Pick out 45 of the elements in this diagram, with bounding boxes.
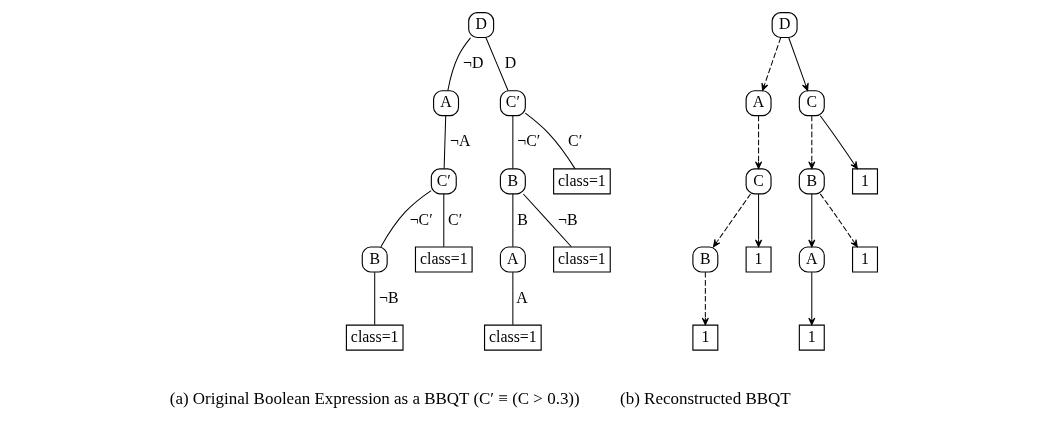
edge-label: D — [504, 54, 516, 72]
arrow — [807, 271, 815, 326]
arrow — [701, 271, 709, 326]
edge-label: ¬B — [557, 210, 578, 228]
edge-label: ¬B — [378, 288, 399, 306]
node-box: 1 — [691, 324, 718, 351]
node-box: 1 — [798, 324, 825, 351]
connector — [373, 271, 375, 326]
connector — [511, 271, 513, 326]
edge-label: ¬C′ — [516, 132, 540, 150]
node-box: 1 — [851, 246, 878, 273]
edge-label: C′ — [567, 132, 582, 150]
connector — [442, 193, 444, 248]
edge-label: C′ — [447, 210, 462, 228]
arrow — [712, 193, 751, 248]
node-box: class=1 — [345, 324, 404, 351]
label: (a) Original Boolean Expression as a BBQT (C′ ≡ (C > 0.3)) — [169, 388, 580, 408]
connector — [484, 37, 508, 91]
connector — [443, 115, 446, 170]
connector — [511, 193, 513, 248]
arrow — [807, 115, 815, 170]
label: (b) Reconstructed BBQT — [619, 388, 791, 408]
arrow — [760, 37, 781, 91]
connector — [379, 190, 432, 248]
node-box: 1 — [745, 246, 772, 273]
node-box: class=1 — [552, 168, 611, 195]
edge-label: ¬A — [449, 132, 470, 150]
connector — [446, 37, 471, 92]
edge-label: A — [515, 288, 528, 306]
arrow — [787, 37, 809, 91]
edge-label: ¬D — [462, 54, 483, 72]
node-box: class=1 — [552, 246, 611, 273]
arrow — [754, 193, 762, 248]
node-box: class=1 — [483, 324, 542, 351]
edge-label: B — [516, 210, 528, 228]
arrow — [819, 193, 858, 248]
node-box: class=1 — [414, 246, 473, 273]
arrow — [754, 115, 762, 170]
arrow — [819, 115, 858, 170]
connector — [511, 115, 513, 170]
connector — [522, 193, 572, 248]
connector — [524, 112, 576, 170]
edge-label: ¬C′ — [409, 210, 433, 228]
arrow — [807, 193, 815, 248]
node-box: 1 — [851, 168, 878, 195]
